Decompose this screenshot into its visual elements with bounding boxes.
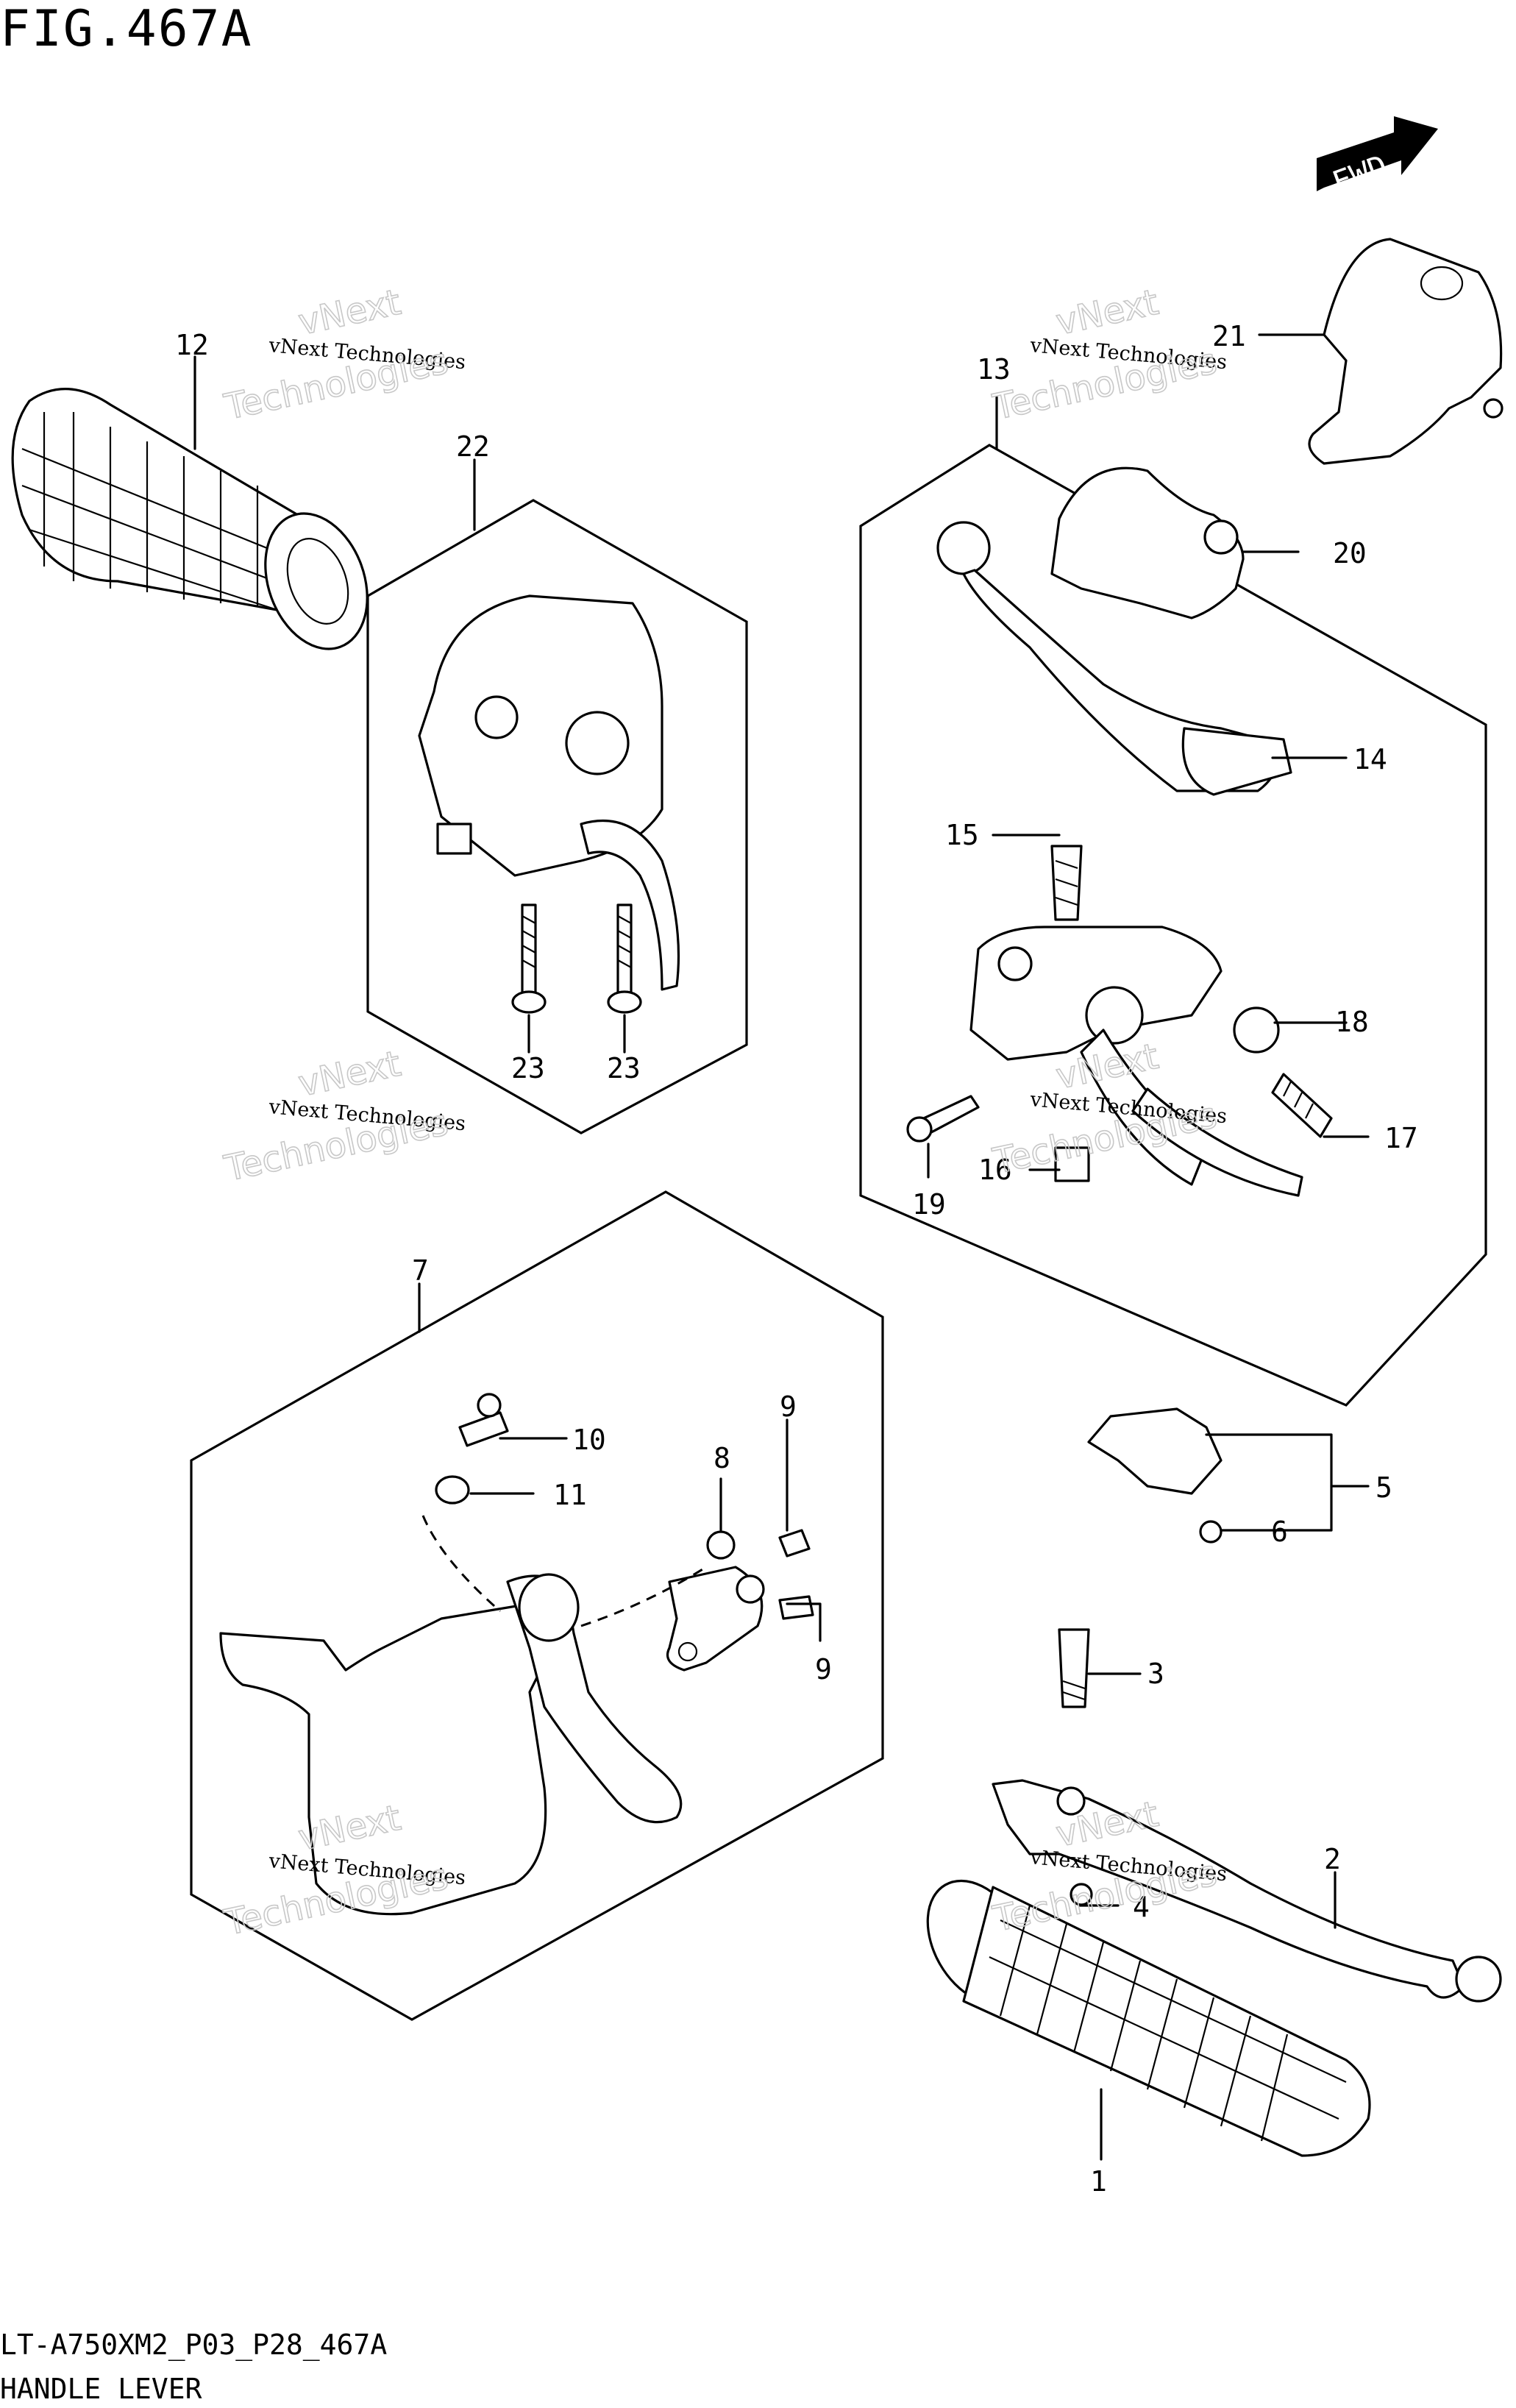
callout-9a: 9 <box>780 1391 797 1423</box>
callout-10: 10 <box>572 1424 606 1456</box>
group-box-13 <box>859 444 1487 1407</box>
callout-13: 13 <box>977 353 1011 386</box>
callout-12: 12 <box>175 329 209 361</box>
callout-18: 18 <box>1335 1006 1369 1038</box>
callout-7: 7 <box>412 1254 429 1287</box>
watermark-line1: vNext <box>1053 282 1162 344</box>
callout-22: 22 <box>456 430 490 463</box>
callout-5: 5 <box>1376 1471 1392 1504</box>
callout-15: 15 <box>945 819 979 851</box>
figure-title: FIG.467A <box>0 0 253 58</box>
callout-1: 1 <box>1090 2165 1107 2198</box>
callout-9b: 9 <box>815 1653 832 1686</box>
callout-21: 21 <box>1212 320 1246 352</box>
callout-6: 6 <box>1271 1516 1288 1548</box>
callout-labels: 12 22 13 21 20 14 15 18 17 16 19 23 23 7… <box>175 320 1418 2198</box>
callout-11: 11 <box>553 1479 587 1511</box>
grip-part-1 <box>926 1879 1371 2157</box>
watermark: vNext vNext Technologies Technologies <box>989 281 1228 429</box>
watermark: vNext vNext Technologies Technologies <box>220 281 466 429</box>
housing-part-21 <box>1308 238 1503 465</box>
footer-name: HANDLE LEVER <box>0 2373 202 2405</box>
callout-8: 8 <box>713 1442 730 1474</box>
switch-box-part-22 <box>418 594 680 1014</box>
switch-part-5 <box>1087 1407 1223 1544</box>
callout-19: 19 <box>912 1188 946 1221</box>
callout-3: 3 <box>1147 1658 1164 1690</box>
callout-14: 14 <box>1353 743 1387 775</box>
callout-20: 20 <box>1333 537 1367 569</box>
group-box-22 <box>366 499 748 1134</box>
callout-2: 2 <box>1324 1843 1341 1875</box>
callout-23a: 23 <box>511 1052 545 1084</box>
lever-assembly-part-13 <box>906 466 1333 1197</box>
grip-part-12 <box>11 388 369 650</box>
footer-code: LT-A750XM2_P03_P28_467A <box>0 2329 387 2362</box>
brake-lever-part-2 <box>992 1779 1502 2003</box>
bolt-part-3 <box>1058 1628 1090 1708</box>
watermark: vNext vNext Technologies Technologies <box>220 1043 466 1190</box>
switch-assembly-part-7 <box>219 1393 814 1916</box>
group-box-7 <box>190 1190 884 2021</box>
callout-16: 16 <box>978 1154 1012 1186</box>
callout-17: 17 <box>1384 1122 1418 1154</box>
watermark-line1: vNext <box>295 1043 405 1105</box>
watermark-line1: vNext <box>295 282 405 344</box>
callout-23b: 23 <box>607 1052 641 1084</box>
fwd-arrow-icon: FWD <box>1317 116 1438 201</box>
callout-4: 4 <box>1133 1891 1150 1923</box>
dashed-guide <box>421 1515 501 1613</box>
leader-lines <box>193 333 1370 2161</box>
